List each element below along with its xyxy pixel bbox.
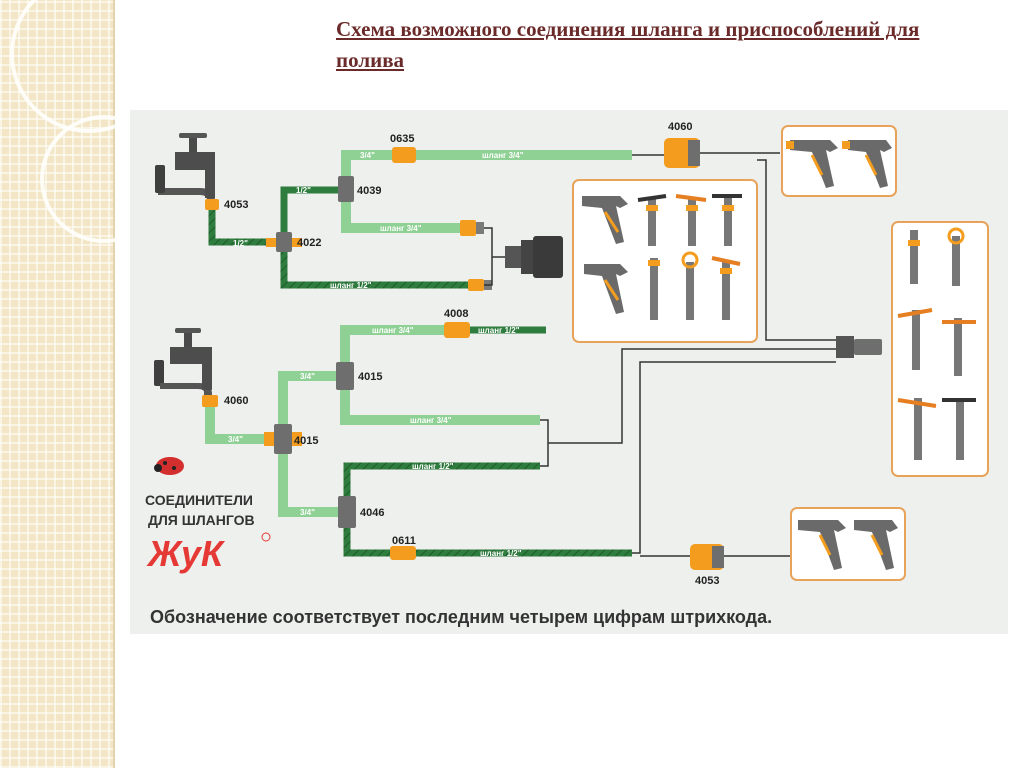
connector-4008	[444, 322, 470, 338]
hose-dark	[280, 252, 470, 289]
hose-size-label: 3/4"	[360, 151, 375, 160]
footer-caption: Обозначение соответствует последним четы…	[150, 607, 772, 627]
brand-line2: ДЛЯ ШЛАНГОВ	[148, 512, 255, 528]
hose-size-label: 3/4"	[300, 372, 315, 381]
connector-4022	[276, 232, 292, 252]
sprinkler-icon	[947, 227, 965, 286]
sidebar-divider	[113, 0, 115, 768]
connector-4046	[338, 496, 356, 528]
diagram-panel: 4053 1/2" 4022 1/2" шланг 1/2" 4039 3/4"…	[130, 110, 1008, 634]
brand-line1: СОЕДИНИТЕЛИ	[145, 492, 253, 508]
hose-size-label: 1/2"	[296, 186, 311, 195]
code-4015-a: 4015	[358, 371, 382, 383]
hose-light	[278, 454, 340, 517]
code-4015-b: 4015	[294, 435, 318, 447]
brand-logo: ЖуК	[146, 533, 226, 574]
spray-gun-icon	[582, 196, 628, 244]
hose-light	[278, 371, 338, 424]
hose-size-label: 1/2"	[233, 239, 248, 248]
code-4039: 4039	[357, 185, 381, 197]
connector-4053	[205, 199, 219, 210]
hose-size-label: 3/4"	[228, 435, 243, 444]
water-tap-top	[155, 133, 215, 205]
hose-label: шланг 1/2"	[478, 326, 520, 335]
spray-gun-icon	[854, 520, 898, 570]
ladybug-icon	[154, 457, 184, 475]
connector-0611	[390, 546, 416, 560]
hose-label: шланг 3/4"	[410, 416, 452, 425]
code-0611: 0611	[392, 535, 416, 547]
hose-label: шланг 3/4"	[482, 151, 524, 160]
sprinkler-icon	[648, 258, 660, 320]
adapter-connector-right	[836, 336, 882, 358]
connector-4039	[338, 176, 354, 202]
sprinkler-icon	[942, 318, 976, 376]
code-0635: 0635	[390, 133, 414, 145]
hose-label: шланг 1/2"	[330, 281, 372, 290]
sprinkler-icon	[897, 398, 937, 460]
hose-light	[205, 407, 272, 444]
hose-light	[341, 150, 395, 176]
sprinkler-icon	[711, 256, 741, 320]
connector-0635	[392, 147, 416, 163]
sprinkler-icon	[712, 194, 742, 246]
spray-gun-icon	[842, 140, 892, 188]
spray-gun-icon	[798, 520, 846, 570]
code-4060-top: 4060	[668, 121, 692, 133]
hose-label: шланг 1/2"	[412, 462, 454, 471]
hose-light	[341, 202, 462, 233]
hose-dark	[280, 186, 340, 232]
code-4008: 4008	[444, 308, 468, 320]
sprinkler-icon	[897, 308, 933, 370]
hose-dark	[208, 210, 278, 246]
sprinkler-icon	[675, 194, 707, 246]
code-4053-bot: 4053	[695, 575, 719, 587]
code-4053-top: 4053	[224, 199, 248, 211]
hose-size-label: 3/4"	[300, 508, 315, 517]
sprinkler-icon	[681, 251, 699, 320]
adapter-connector	[505, 236, 563, 278]
connector-4060-bot	[202, 395, 218, 407]
hose-dark	[343, 462, 540, 496]
water-tap-bottom	[154, 328, 212, 398]
slide-title: Схема возможного соединения шланга и при…	[336, 17, 920, 72]
connector-4015-a	[336, 362, 354, 390]
code-4060-bot: 4060	[224, 395, 248, 407]
hose-light	[340, 390, 540, 425]
hose-dark	[343, 528, 392, 557]
sprinkler-icon	[908, 230, 920, 284]
sprinkler-icon	[637, 194, 667, 246]
spray-gun-icon	[584, 264, 628, 314]
hose-light	[340, 325, 446, 362]
sprinkler-icon	[942, 398, 976, 460]
trademark-icon	[261, 532, 271, 542]
code-4046: 4046	[360, 507, 384, 519]
tool-box-sprinklers-right	[891, 221, 989, 477]
connection-diagram: 4053 1/2" 4022 1/2" шланг 1/2" 4039 3/4"…	[145, 121, 989, 627]
spray-gun-icon	[786, 140, 838, 188]
connector-4015-b	[274, 424, 292, 454]
code-4022: 4022	[297, 237, 321, 249]
hose-label: шланг 3/4"	[372, 326, 414, 335]
hose-label: шланг 3/4"	[380, 224, 422, 233]
hose-label: шланг 1/2"	[480, 549, 522, 558]
